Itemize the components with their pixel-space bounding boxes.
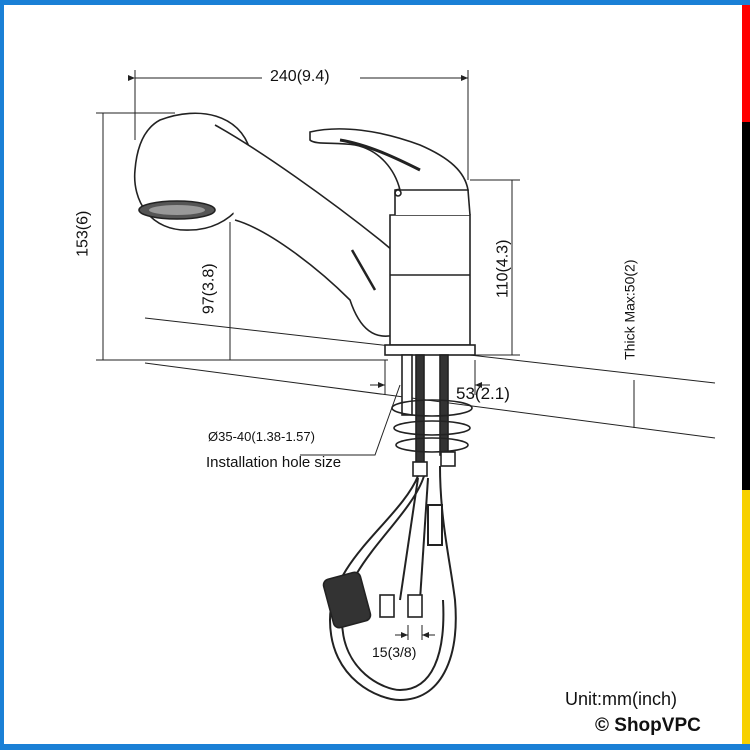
unit-label: Unit:mm(inch) [565, 689, 678, 709]
faucet-body [384, 185, 476, 356]
dimension-lines [96, 70, 635, 456]
watermark: © ShopVPC [595, 715, 701, 736]
mounting-shanks [391, 354, 473, 477]
dim-spout-height: 97(3.8) [200, 263, 218, 315]
flag-stripe-black [742, 122, 750, 490]
hose-nut-right [407, 594, 423, 618]
dim-base-diameter: 53(2.1) [456, 384, 510, 403]
hole-label: Installation hole size [206, 454, 342, 471]
hose-nut-left [379, 594, 395, 618]
dim-width-total: 240(9.4) [270, 68, 330, 85]
border-bottom [0, 744, 750, 750]
flag-stripe-yellow [742, 490, 750, 744]
dim-connector: 15(3/8) [372, 644, 417, 660]
dim-height-total: 153(6) [74, 210, 92, 257]
hose-connector [322, 571, 372, 629]
dim-hole-size: Ø35-40(1.38-1.57) [208, 429, 315, 444]
border-top [0, 0, 750, 5]
dim-body-height: 110(4.3) [494, 239, 512, 298]
hoses [328, 465, 457, 702]
flag-stripe-red [742, 5, 750, 122]
border-left [0, 0, 4, 750]
lever-handle [309, 128, 469, 191]
dim-thickness-max: Thick Max:50(2) [621, 259, 638, 360]
